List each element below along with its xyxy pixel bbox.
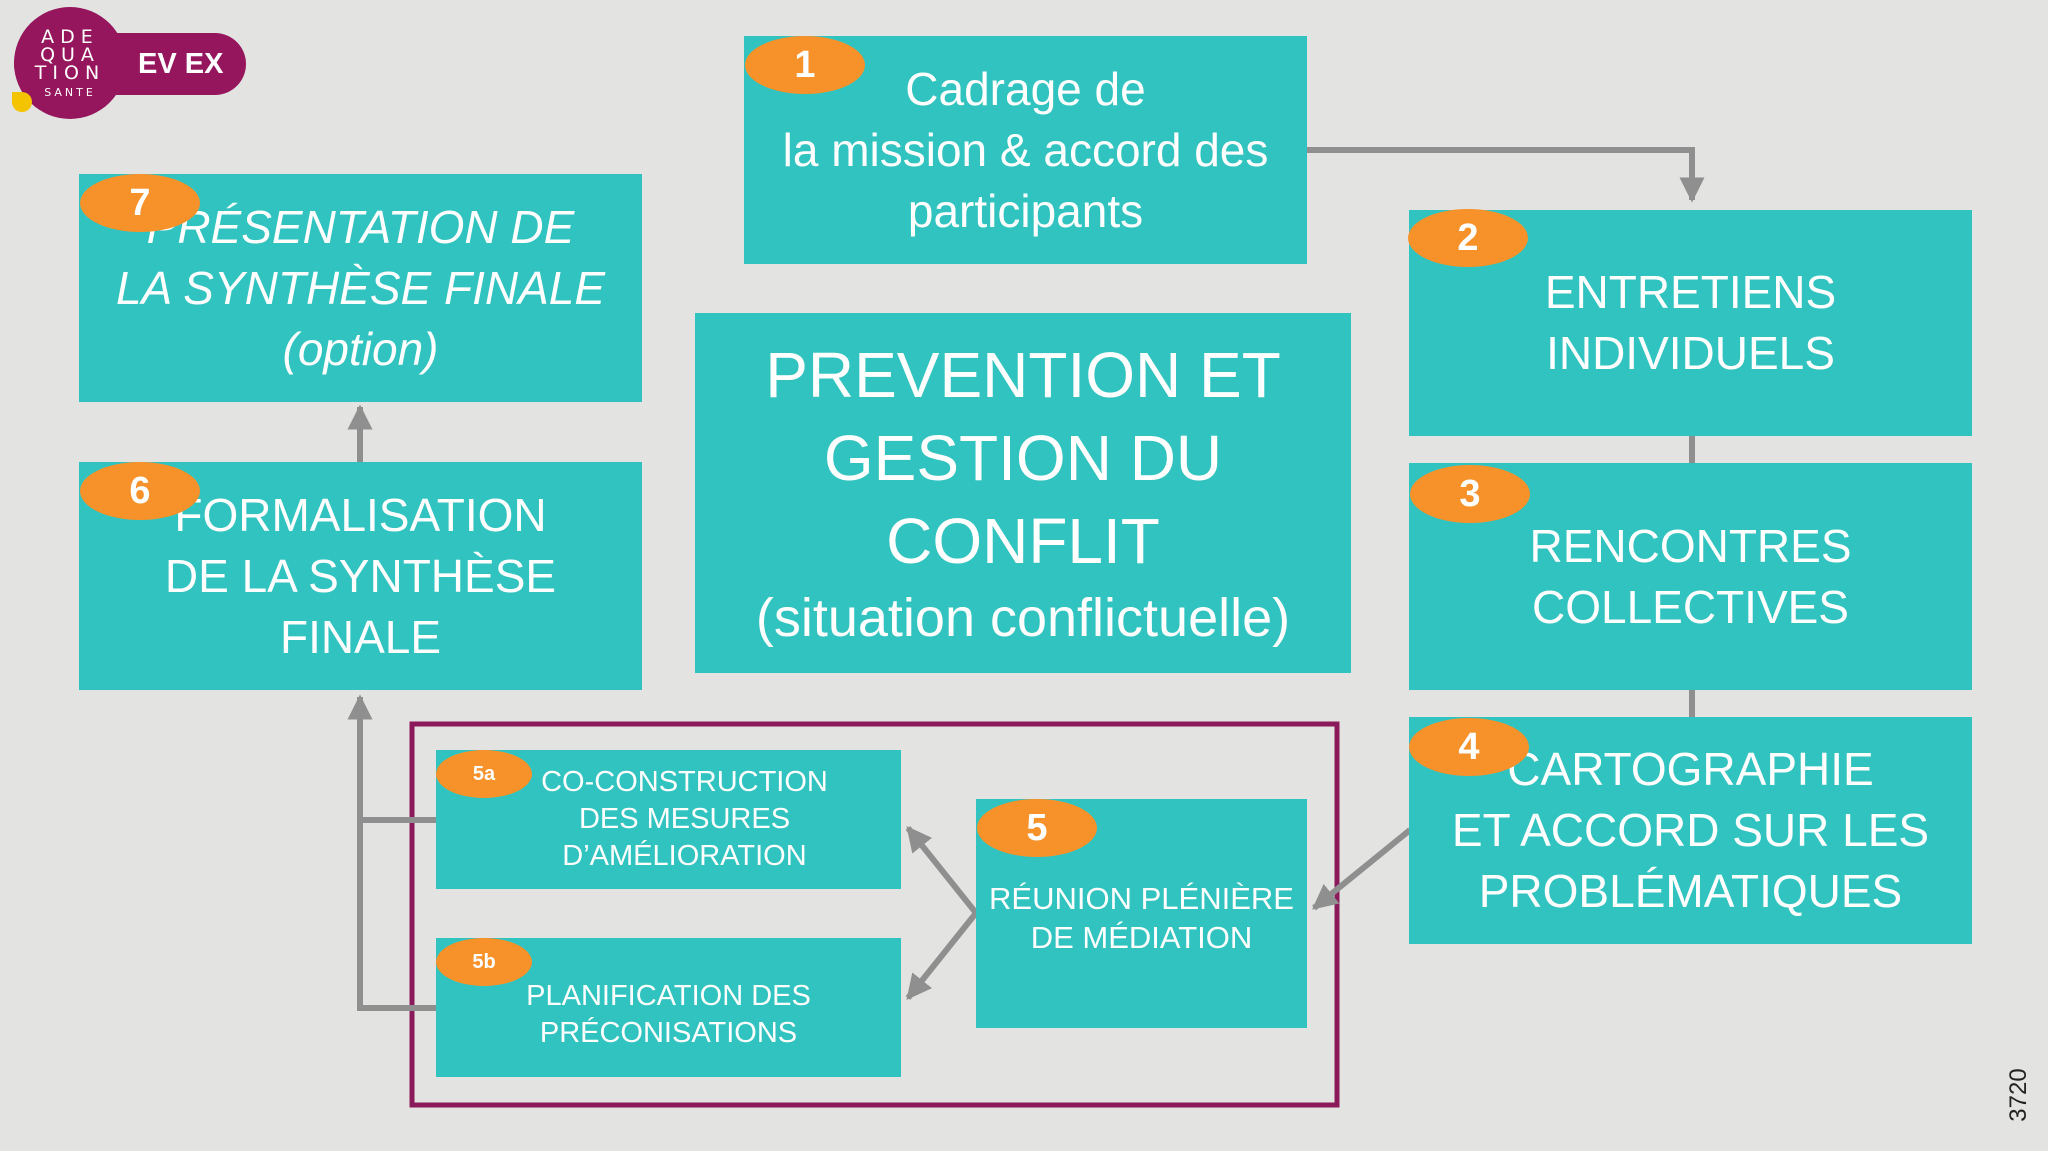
side-code: 3720 [2005, 1068, 2032, 1122]
step-5a-text: CO-CONSTRUCTION DES MESURES D’AMÉLIORATI… [541, 766, 828, 872]
center-title: PREVENTION ET GESTION DU CONFLIT [765, 338, 1281, 577]
logo-word-line: QUA [40, 43, 100, 66]
arrow-5-to-5b [905, 911, 979, 1000]
logo-word-line: ADE [41, 25, 99, 48]
step-4-badge: 4 [1409, 718, 1529, 776]
step-6-badge: 6 [80, 462, 200, 520]
arrow-5-to-5a [905, 826, 979, 915]
step-1-text: Cadrage de la mission & accord des parti… [782, 62, 1269, 237]
step-7-text: PRÉSENTATION DE LA SYNTHÈSE FINALE (opti… [115, 200, 606, 375]
step-5b-text: PLANIFICATION DES PRÉCONISATIONS [526, 979, 811, 1049]
step-5-text: RÉUNION PLÉNIÈRE DE MÉDIATION [989, 880, 1294, 955]
step-2-badge: 2 [1408, 209, 1528, 267]
step-5b-badge: 5b [436, 938, 532, 986]
step-5-badge: 5 [977, 799, 1097, 857]
logo-sub: SANTE [44, 85, 96, 99]
logo-word-line: TION [34, 61, 106, 84]
step-3-text: RENCONTRES COLLECTIVES [1529, 519, 1852, 633]
step-2-text: ENTRETIENS INDIVIDUELS [1544, 266, 1837, 379]
arrow-1-to-2 [1307, 147, 1705, 203]
step-3-badge: 3 [1410, 465, 1530, 523]
step-1-box: Cadrage de la mission & accord des parti… [744, 36, 1307, 264]
center-subtitle: (situation conflictuelle) [755, 587, 1291, 648]
logo-drop-icon [12, 92, 32, 112]
center-title-box: PREVENTION ET GESTION DU CONFLIT (situat… [695, 313, 1351, 673]
step-6-text: FORMALISATION DE LA SYNTHÈSE FINALE [164, 488, 557, 663]
step-5a-badge: 5a [436, 750, 532, 798]
arrow-4-to-5 [1312, 827, 1412, 911]
step-4-text: CARTOGRAPHIE ET ACCORD SUR LES PROBLÉMAT… [1451, 743, 1930, 917]
logo-label: EV EX [138, 47, 224, 80]
arrow-5b-to-6 [347, 694, 436, 1011]
logo-circle: ADE QUA TION SANTE [14, 7, 126, 119]
step-5-box: RÉUNION PLÉNIÈRE DE MÉDIATION [976, 799, 1307, 1028]
step-6-box: FORMALISATION DE LA SYNTHÈSE FINALE [79, 462, 642, 690]
step-1-badge: 1 [745, 36, 865, 94]
step-7-badge: 7 [80, 174, 200, 232]
